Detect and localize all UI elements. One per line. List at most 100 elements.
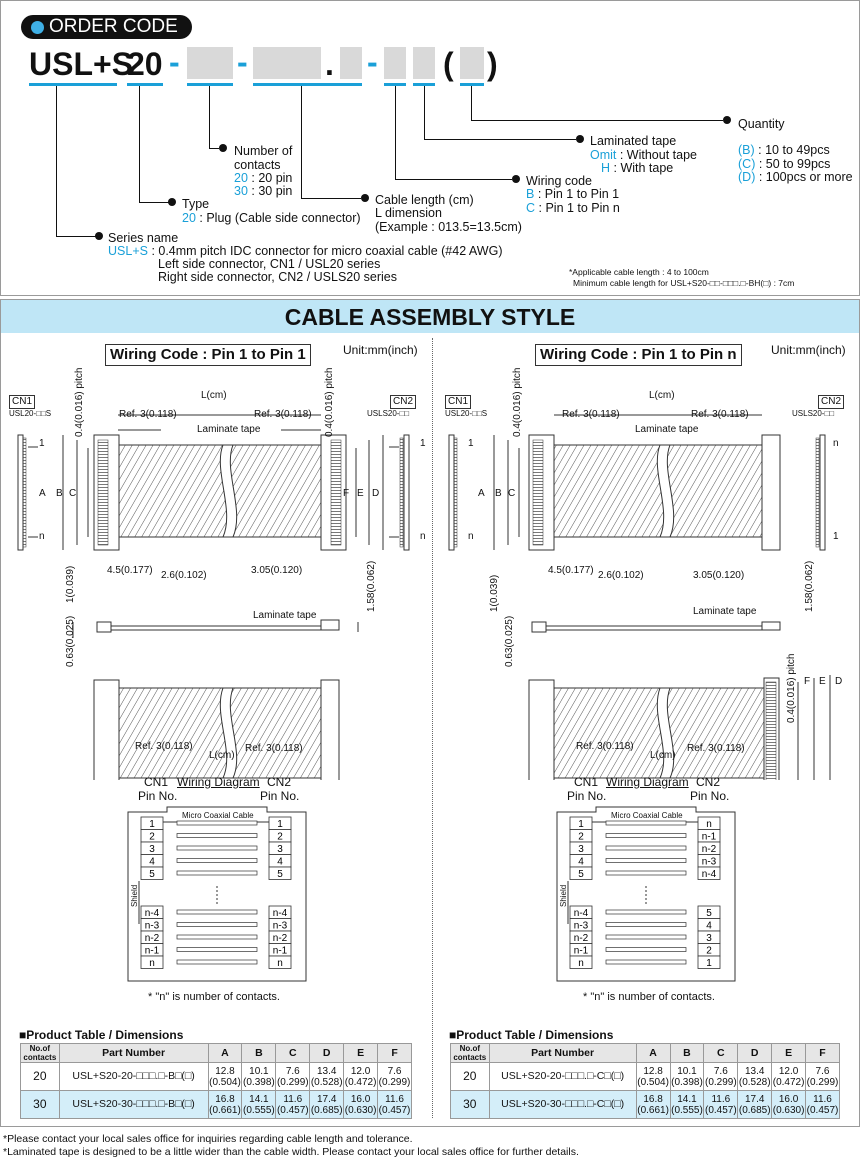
- table-cell: 12.8(0.504): [207, 1062, 243, 1091]
- dim-B: B: [56, 488, 63, 499]
- dim-D-r: D: [835, 676, 843, 687]
- unit-right: Unit:mm(inch): [771, 343, 846, 357]
- right-table-title: ■Product Table / Dimensions: [449, 1028, 614, 1042]
- section-divider: [432, 338, 433, 1118]
- left-laminate-bottom: Laminate tape: [253, 610, 317, 621]
- coax-wire: [176, 820, 258, 826]
- coax-wire: [605, 909, 687, 915]
- pin-label: n-2: [702, 844, 717, 855]
- order-code-badge: ORDER CODE: [21, 15, 192, 39]
- table-cell: 16.8(0.661): [635, 1090, 671, 1119]
- code-dash: -: [237, 44, 248, 80]
- pin-label: n-2: [145, 933, 160, 944]
- lam-omit: Omit : Without tape: [590, 148, 697, 162]
- note-applicable: *Applicable cable length : 4 to 100cm: [569, 267, 709, 277]
- wd-cn1-r: CN1: [574, 775, 599, 789]
- table-cell: 13.4(0.528): [309, 1062, 345, 1091]
- pin-label: n: [578, 958, 584, 969]
- cable-l2: (Example : 013.5=13.5cm): [375, 220, 522, 234]
- underline: [127, 83, 163, 86]
- table-header: No.of contacts: [20, 1043, 60, 1063]
- table-header: F: [377, 1043, 412, 1063]
- table-header: No.of contacts: [450, 1043, 490, 1063]
- table-cell: USL+S20-20-□□□.□-B□(□): [58, 1062, 209, 1091]
- pin-cell: [569, 866, 593, 880]
- underline: [187, 83, 233, 86]
- bullet-icon: [31, 20, 44, 34]
- pin-label: n: [149, 958, 155, 969]
- pin-label: 5: [149, 869, 155, 880]
- pin-label: n: [706, 819, 712, 830]
- right-pitch-cn2: 0.4(0.016) pitch: [786, 653, 797, 724]
- d063: 0.63(0.025): [65, 615, 76, 667]
- underline: [413, 83, 435, 86]
- coax-wire: [176, 934, 258, 940]
- table-cell: USL+S20-30-□□□.□-C□(□): [488, 1090, 637, 1119]
- series-line3: Right side connector, CN2 / USLS20 serie…: [158, 270, 398, 284]
- pin-label: 2: [706, 946, 712, 957]
- right-laminate: Laminate tape: [635, 424, 699, 435]
- right-ref-right: Ref. 3(0.118): [691, 409, 749, 420]
- order-code-title: ORDER CODE: [49, 16, 178, 37]
- left-laminate: Laminate tape: [197, 424, 261, 435]
- table-cell: 10.1(0.398): [669, 1062, 705, 1091]
- underline: [384, 83, 406, 86]
- coax-wire: [605, 934, 687, 940]
- right-pitch-cn1: 0.4(0.016) pitch: [512, 367, 523, 438]
- d45-r: 4.5(0.177): [548, 565, 594, 576]
- table-header: B: [241, 1043, 277, 1063]
- pin-label: n-1: [574, 946, 589, 957]
- table-cell: 7.6(0.299): [275, 1062, 311, 1091]
- d305-r: 3.05(0.120): [693, 570, 745, 581]
- table-cell: 17.4(0.685): [309, 1090, 345, 1119]
- square-icon: ■: [449, 1028, 457, 1042]
- cn2-label-right: CN2: [818, 395, 845, 409]
- table-cell: 12.0(0.472): [771, 1062, 807, 1091]
- pin-cell: [697, 866, 721, 880]
- d1: 1(0.039): [65, 565, 76, 603]
- pin-label: n: [277, 958, 283, 969]
- unit-left: Unit:mm(inch): [343, 343, 418, 357]
- coax-wire: [176, 947, 258, 952]
- code-dot: .: [325, 46, 334, 82]
- pin-label: 4: [578, 857, 584, 868]
- table-cell: 12.8(0.504): [635, 1062, 671, 1091]
- table-header: C: [275, 1043, 311, 1063]
- right-ref-br: Ref. 3(0.118): [687, 743, 745, 754]
- code-prefix: USL+S: [29, 46, 134, 82]
- pin-cell: [569, 955, 593, 969]
- right-Lcm: L(cm): [650, 750, 676, 761]
- left-ref-left: Ref. 3(0.118): [119, 409, 177, 420]
- pin-label: 5: [277, 869, 283, 880]
- table-cell: 16.0(0.630): [771, 1090, 807, 1119]
- wd-title: Wiring Diagram: [177, 775, 260, 789]
- tape-box: [413, 47, 435, 79]
- pin-cell: [268, 866, 292, 880]
- d26-r: 2.6(0.102): [598, 570, 644, 581]
- series-label: Series name: [108, 231, 179, 245]
- underline: [253, 83, 362, 86]
- d063-r: 0.63(0.025): [504, 615, 515, 667]
- pin-label: 1: [706, 958, 712, 969]
- pin-label: n-3: [145, 921, 160, 932]
- cn2-label-left: CN2: [390, 395, 417, 409]
- wd-pin-right-r: Pin No.: [690, 789, 730, 803]
- right-ref-bl: Ref. 3(0.118): [576, 741, 634, 752]
- square-icon: ■: [19, 1028, 27, 1042]
- lam-label: Laminated tape: [590, 134, 677, 148]
- table-cell: 13.4(0.528): [737, 1062, 773, 1091]
- wd-cn2-r: CN2: [696, 775, 721, 789]
- wd-pin-left: Pin No.: [138, 789, 178, 803]
- table-cell: 12.0(0.472): [343, 1062, 379, 1091]
- d158-r: 1.58(0.062): [804, 560, 815, 612]
- left-pitch-cn2: 0.4(0.016) pitch: [324, 367, 335, 438]
- left-n-note: * "n" is number of contacts.: [148, 991, 280, 1003]
- pin-label: 3: [277, 844, 283, 855]
- table-header: E: [771, 1043, 807, 1063]
- dim-D: D: [372, 488, 380, 499]
- table-header: A: [207, 1043, 243, 1063]
- wd-pin-left-r: Pin No.: [567, 789, 607, 803]
